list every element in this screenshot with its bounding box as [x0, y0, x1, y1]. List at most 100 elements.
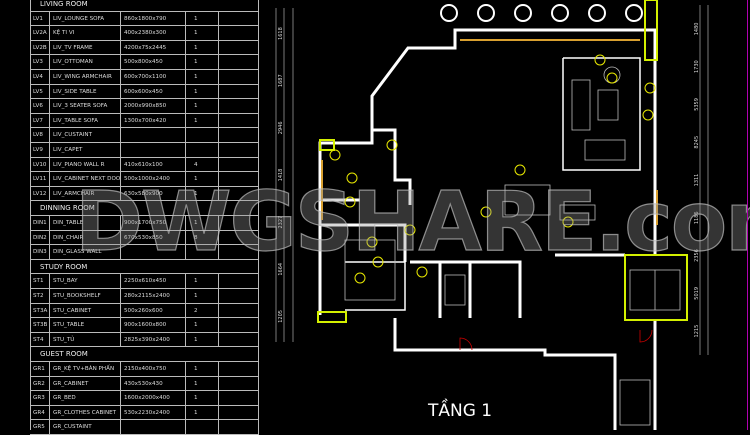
section-title: LIVING ROOM — [40, 0, 88, 8]
cell-qty: 1 — [186, 172, 219, 186]
section-header: GUEST ROOM — [30, 347, 259, 362]
cell-code: DIN2 — [30, 230, 50, 245]
tag-marker — [480, 206, 492, 218]
cell-code: LV2B — [30, 40, 50, 55]
dimension-label: 5019 — [694, 287, 700, 300]
cell-size: 630x580x900 — [121, 186, 186, 201]
cell-size: 900x1700x750 — [121, 216, 186, 230]
cell-qty: 1 — [186, 113, 219, 128]
cell-size: 280x2115x2400 — [121, 289, 186, 303]
cell-qty: 1 — [186, 216, 219, 230]
cell-code: LV11 — [30, 172, 50, 186]
cell-note — [219, 274, 259, 288]
cell-code: LV7 — [30, 113, 50, 128]
cell-qty — [186, 245, 219, 259]
cell-qty: 1 — [186, 289, 219, 303]
cell-qty: 1 — [186, 391, 219, 405]
cell-name: GR_CLOTHES CABINET — [50, 405, 121, 420]
cell-name: STU_CABINET — [50, 303, 121, 318]
cell-code: DIN1 — [30, 216, 50, 230]
cell-name: LIV_TV FRAME — [50, 40, 121, 55]
cell-size: 500x1000x2400 — [121, 172, 186, 186]
dimension-label: 1418 — [278, 169, 284, 182]
cell-name: KỆ TI VI — [50, 26, 121, 40]
cell-qty: 2 — [186, 303, 219, 318]
watermark-text: DWGSHARE.com — [74, 174, 750, 270]
cell-qty: 1 — [186, 405, 219, 420]
cell-code: LV5 — [30, 84, 50, 99]
dimension-label: 1480 — [694, 23, 700, 36]
cell-size: 900x1600x800 — [121, 318, 186, 332]
cell-size — [121, 245, 186, 259]
cell-size: 500x260x600 — [121, 303, 186, 318]
cell-name: LIV_TABLE SOFA — [50, 113, 121, 128]
tag-marker — [594, 54, 606, 66]
cell-qty: 1 — [186, 11, 219, 26]
dimension-label: 2946 — [278, 121, 284, 134]
cell-note — [219, 128, 259, 142]
tag-marker — [416, 266, 428, 278]
dimension-label: 1618 — [278, 27, 284, 40]
cell-note — [219, 332, 259, 347]
cell-note — [219, 84, 259, 99]
cell-code: ST3A — [30, 303, 50, 318]
cell-size — [121, 143, 186, 157]
cell-name: STU_BAY — [50, 274, 121, 288]
cell-code: ST3B — [30, 318, 50, 332]
cell-qty: 1 — [186, 84, 219, 99]
cell-size: 860x1800x790 — [121, 11, 186, 26]
cell-code: LV4 — [30, 70, 50, 84]
cell-note — [219, 26, 259, 40]
cell-name: LIV_LOUNGE SOFA — [50, 11, 121, 26]
columns — [317, 0, 688, 323]
cell-name: STU_TABLE — [50, 318, 121, 332]
cell-code: GR1 — [30, 362, 50, 376]
furniture-tags — [329, 54, 656, 284]
tag-marker — [514, 164, 526, 176]
cell-code: DIN3 — [30, 245, 50, 259]
cell-name: LIV_CABINET NEXT DOOR — [50, 172, 121, 186]
floor-title: TẦNG 1 — [428, 401, 493, 421]
cell-size — [121, 128, 186, 142]
cell-name: LIV_CUSTAINT — [50, 128, 121, 142]
dimension-label: 5359 — [694, 98, 700, 111]
cell-note — [219, 230, 259, 245]
cell-code: LV1 — [30, 11, 50, 26]
cell-size: 1600x2000x400 — [121, 391, 186, 405]
cell-name: LIV_CAPET — [50, 143, 121, 157]
cell-note — [219, 420, 259, 434]
cell-name: DIN_TABLE — [50, 216, 121, 230]
cell-note — [219, 113, 259, 128]
cell-size — [121, 420, 186, 434]
cell-size: 600x600x450 — [121, 84, 186, 99]
cell-name: STU_TỦ — [50, 332, 121, 347]
cell-size: 530x2230x2400 — [121, 405, 186, 420]
cell-size: 2150x400x750 — [121, 362, 186, 376]
cell-qty: 1 — [186, 318, 219, 332]
cell-note — [219, 362, 259, 376]
columns-top — [440, 4, 643, 22]
cell-size: 2250x610x450 — [121, 274, 186, 288]
tag-marker — [354, 272, 366, 284]
cell-note — [219, 376, 259, 391]
section-header: DINNING ROOM — [30, 201, 259, 216]
cell-code: LV2A — [30, 26, 50, 40]
dimension-label: 8245 — [694, 136, 700, 149]
cell-code: GR4 — [30, 405, 50, 420]
cell-note — [219, 391, 259, 405]
walls — [318, 28, 657, 430]
cell-code: GR5 — [30, 420, 50, 434]
